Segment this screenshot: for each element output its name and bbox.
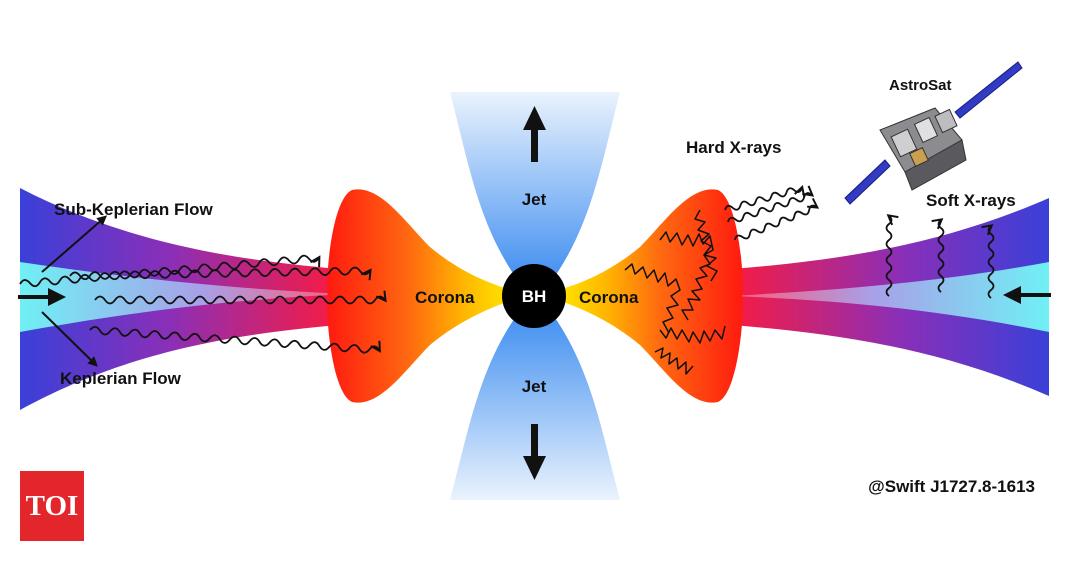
hard-xray-waves <box>724 185 818 241</box>
label-jet-top: Jet <box>522 190 547 209</box>
label-pointers <box>41 215 108 367</box>
label-astrosat: AstroSat <box>889 77 952 94</box>
right-flow-core <box>730 262 1049 332</box>
astrosat-satellite <box>844 61 1023 205</box>
inflow-arrows <box>18 286 1051 306</box>
label-bh: BH <box>522 287 547 306</box>
right-corona-scatter <box>624 209 726 375</box>
label-jet-bottom: Jet <box>522 377 547 396</box>
label-sub-keplerian-flow: Sub-Keplerian Flow <box>54 200 213 219</box>
left-flow-core <box>20 262 350 332</box>
label-corona-right: Corona <box>579 288 639 307</box>
jet-top-shape <box>450 92 620 286</box>
soft-xray-waves <box>885 216 995 299</box>
left-photon-waves <box>19 254 385 354</box>
label-keplerian-flow: Keplerian Flow <box>60 369 182 388</box>
jet-arrows <box>523 106 546 480</box>
black-hole <box>502 264 566 328</box>
image-credit: @Swift J1727.8-1613 <box>868 477 1035 496</box>
label-hard-xrays: Hard X-rays <box>686 138 781 157</box>
label-soft-xrays: Soft X-rays <box>926 191 1016 210</box>
toi-logo: TOI <box>20 471 84 541</box>
jet-bottom-shape <box>450 308 620 500</box>
corona-right-shape <box>558 189 743 403</box>
label-corona-left: Corona <box>415 288 475 307</box>
